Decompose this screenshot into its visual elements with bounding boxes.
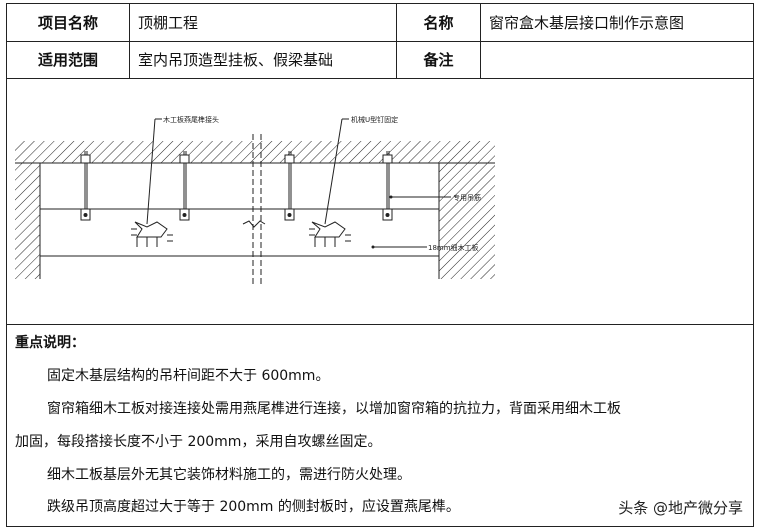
scope-label: 适用范围	[7, 41, 130, 78]
leader-left	[146, 118, 156, 225]
note-line-2: 窗帘箱细木工板对接连接处需用燕尾榫进行连接，以增加窗帘箱的抗拉力，背面采用细木工…	[47, 401, 621, 417]
spec-sheet: 项目名称 顶棚工程 名称 窗帘盒木基层接口制作示意图 适用范围 室内吊顶造型挂板…	[6, 3, 754, 527]
left-wall	[15, 163, 40, 279]
callout-middle: 机械U型钉固定	[351, 115, 398, 124]
header-row-1: 项目名称 顶棚工程 名称 窗帘盒木基层接口制作示意图	[7, 4, 753, 42]
dovetail-joint-left	[131, 221, 173, 247]
project-name-label: 项目名称	[7, 4, 130, 41]
callout-right-top: 专用吊筋	[453, 193, 481, 202]
curtain-box-diagram: 木工板燕尾榫接头 机械U型钉固定 专用吊筋 18mm细木工板	[7, 79, 753, 325]
watermark: 头条 @地产微分享	[618, 497, 743, 518]
note-line-1: 固定木基层结构的吊杆间距不大于 600mm。	[47, 368, 330, 384]
scope-value: 室内吊顶造型挂板、假梁基础	[130, 41, 397, 78]
project-name-value: 顶棚工程	[130, 4, 397, 41]
diagram-svg: 木工板燕尾榫接头 机械U型钉固定 专用吊筋 18mm细木工板	[15, 115, 495, 284]
callout-right-bottom: 18mm细木工板	[428, 243, 479, 252]
remark-label: 备注	[397, 41, 481, 78]
right-wall	[439, 163, 495, 279]
callout-left: 木工板燕尾榫接头	[163, 115, 219, 124]
hanger-rod-3	[284, 151, 295, 221]
name-value: 窗帘盒木基层接口制作示意图	[489, 14, 685, 32]
note-line-3: 加固，每段搭接长度不小于 200mm，采用自攻螺丝固定。	[15, 434, 382, 450]
hanger-rod-4	[382, 151, 393, 221]
dovetail-joint-right	[309, 221, 351, 247]
note-line-4: 细木工板基层外无其它装饰材料施工的，需进行防火处理。	[47, 467, 411, 483]
name-label: 名称	[397, 4, 481, 41]
watermark-text: 头条 @地产微分享	[618, 499, 743, 517]
header-row-2: 适用范围 室内吊顶造型挂板、假梁基础 备注	[7, 41, 753, 79]
ceiling-slab	[15, 141, 495, 163]
hanger-rod-2	[179, 151, 190, 221]
notes-section: 重点说明： 固定木基层结构的吊杆间距不大于 600mm。 窗帘箱细木工板对接连接…	[7, 325, 753, 525]
note-line-5: 跌级吊顶高度超过大于等于 200mm 的侧封板时，应设置燕尾榫。	[47, 499, 460, 515]
remark-value	[481, 41, 753, 78]
leader-middle	[324, 118, 343, 225]
hanger-rod-1	[80, 151, 91, 221]
break-symbol	[242, 220, 266, 228]
notes-title: 重点说明：	[15, 335, 85, 351]
